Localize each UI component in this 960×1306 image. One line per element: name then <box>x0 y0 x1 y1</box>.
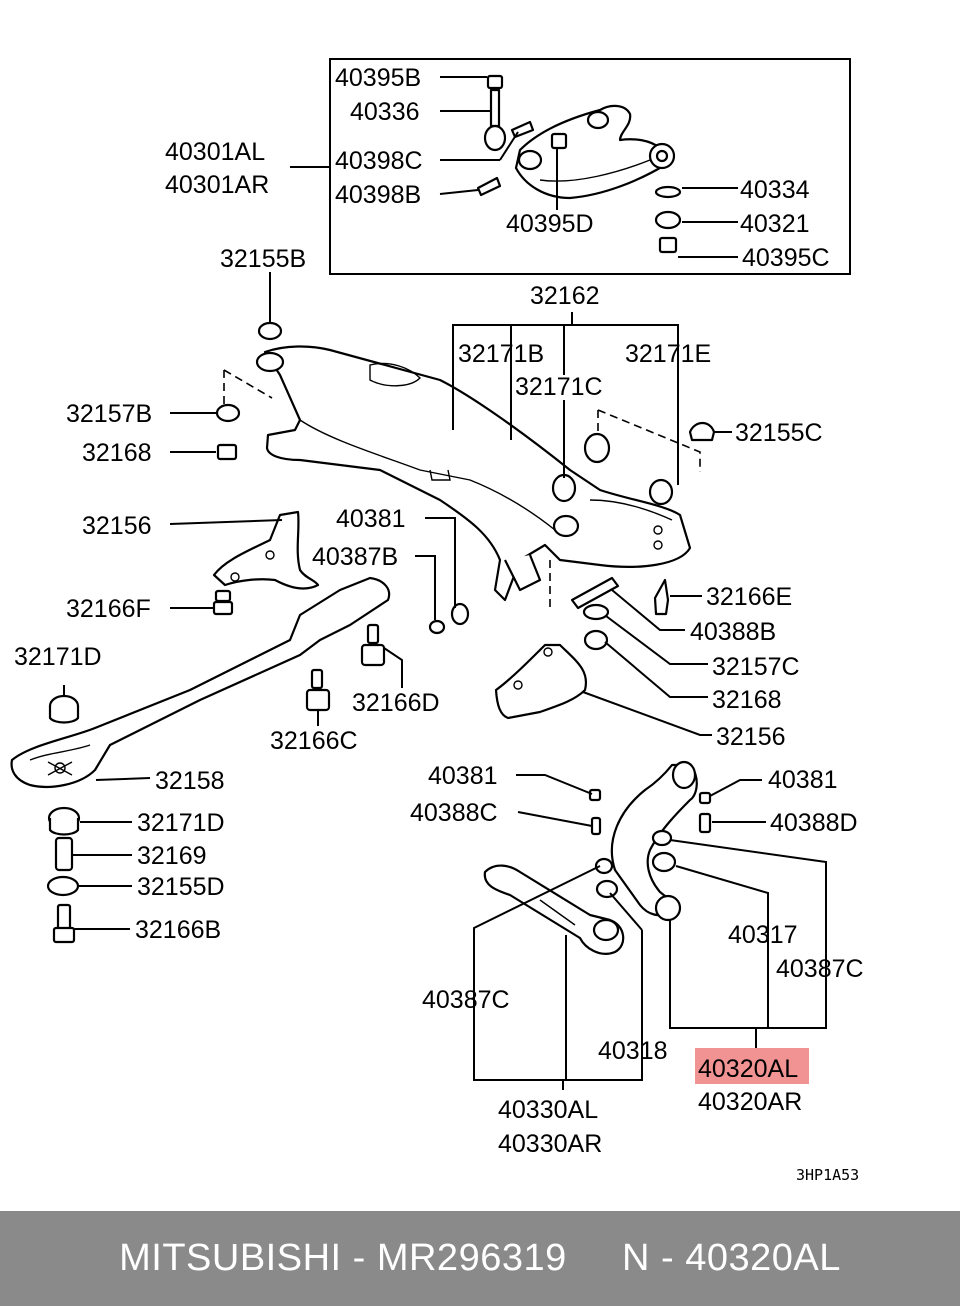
label-32157B: 32157B <box>66 400 152 428</box>
label-40381-right: 40381 <box>768 766 838 794</box>
label-40395D: 40395D <box>506 210 594 238</box>
crossmember-drawing <box>255 345 692 602</box>
label-40387B: 40387B <box>312 543 398 571</box>
label-40330AR: 40330AR <box>498 1130 602 1158</box>
leader-lines <box>63 272 827 1090</box>
label-40387C-left: 40387C <box>422 986 510 1014</box>
label-32157C: 32157C <box>712 653 800 681</box>
label-32168-upper: 32168 <box>82 439 152 467</box>
part-labels: 40395B 40336 40301AL 40301AR 40398C 4039… <box>14 64 864 1184</box>
left-mounts <box>46 589 386 944</box>
lower-arm-drawing <box>483 760 712 955</box>
label-32155C: 32155C <box>735 419 823 447</box>
label-32171D-upper: 32171D <box>14 643 102 671</box>
label-32171B: 32171B <box>458 340 544 368</box>
label-40301AL: 40301AL <box>165 138 265 166</box>
label-32168-lower: 32168 <box>712 686 782 714</box>
label-40388B: 40388B <box>690 618 776 646</box>
label-32162: 32162 <box>530 282 600 310</box>
dashed-guides <box>223 369 701 610</box>
drawing-code: 3HP1A53 <box>796 1166 859 1184</box>
label-40398B: 40398B <box>335 181 421 209</box>
label-32155D: 32155D <box>137 873 225 901</box>
inset-leaders <box>290 76 738 258</box>
label-40317: 40317 <box>728 921 798 949</box>
label-32171E: 32171E <box>625 340 711 368</box>
label-40301AR: 40301AR <box>165 171 269 199</box>
label-40398C: 40398C <box>335 147 423 175</box>
label-40320AR: 40320AR <box>698 1088 802 1116</box>
label-40336: 40336 <box>350 98 420 126</box>
label-32158: 32158 <box>155 767 225 795</box>
label-40330AL: 40330AL <box>498 1096 598 1124</box>
label-32166C: 32166C <box>270 727 358 755</box>
label-40381-left: 40381 <box>428 762 498 790</box>
label-32166F: 32166F <box>66 595 151 623</box>
small-parts <box>215 321 716 651</box>
label-32166D: 32166D <box>352 689 440 717</box>
label-32166B: 32166B <box>135 916 221 944</box>
label-40381-upper: 40381 <box>336 505 406 533</box>
label-40395B: 40395B <box>335 64 421 92</box>
label-32171C: 32171C <box>515 373 603 401</box>
footer-text: MITSUBISHI - MR296319 N - 40320AL <box>119 1237 841 1279</box>
rear-member-drawing <box>10 576 391 788</box>
label-40388C: 40388C <box>410 799 498 827</box>
label-40387C-right: 40387C <box>776 955 864 983</box>
upper-arm-drawing <box>476 74 682 254</box>
label-40334: 40334 <box>740 176 810 204</box>
label-32156-upper: 32156 <box>82 512 152 540</box>
label-32166E: 32166E <box>706 583 792 611</box>
label-32171D-lower: 32171D <box>137 809 225 837</box>
label-40395C: 40395C <box>742 244 830 272</box>
label-32156-lower: 32156 <box>716 723 786 751</box>
label-40388D: 40388D <box>770 809 858 837</box>
label-40320AL: 40320AL <box>698 1055 798 1083</box>
footer-bar: MITSUBISHI - MR296319 N - 40320AL <box>0 1211 960 1306</box>
bracket-drawings <box>212 510 588 720</box>
label-40321: 40321 <box>740 210 810 238</box>
highlight-box <box>695 1048 809 1084</box>
label-32155B: 32155B <box>220 245 306 273</box>
parts-diagram: 40395B 40336 40301AL 40301AR 40398C 4039… <box>10 58 864 1184</box>
label-40318: 40318 <box>598 1037 668 1065</box>
label-32169: 32169 <box>137 842 207 870</box>
